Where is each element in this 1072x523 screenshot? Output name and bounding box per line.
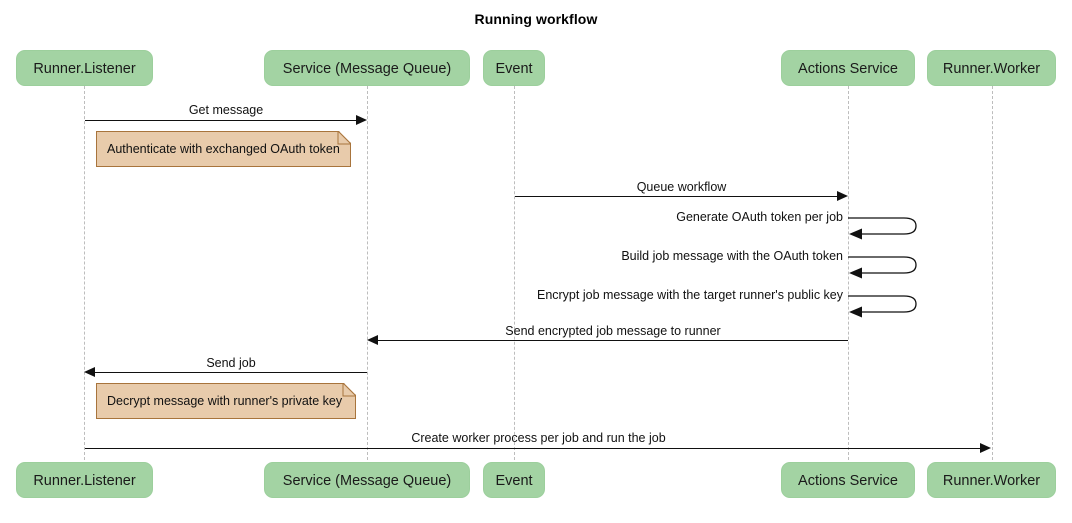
arrowhead-send-encrypted-job-message-to-runner	[367, 334, 378, 345]
message-label-create-worker-process-per-job-and-run-the-job: Create worker process per job and run th…	[411, 431, 666, 445]
message-label-encrypt-job-message-with-the-target-runners-public-key: Encrypt job message with the target runn…	[536, 288, 843, 302]
message-label-build-job-message-with-the-oauth-token: Build job message with the OAuth token	[621, 249, 843, 263]
lifeline-actions-service	[848, 86, 849, 460]
note-decrypt-message-with-runners-private-key: Decrypt message with runner's private ke…	[96, 383, 356, 419]
selfloop-generate-oauth-token-per-job	[848, 214, 928, 242]
selfloop-build-job-message-with-the-oauth-token	[848, 253, 928, 281]
note-fold-corner-icon	[344, 383, 356, 395]
lifeline-runner-listener	[84, 86, 85, 460]
message-label-queue-workflow: Queue workflow	[636, 180, 727, 194]
participant-bottom-runner-worker[interactable]: Runner.Worker	[927, 462, 1056, 498]
participant-top-runner-worker[interactable]: Runner.Worker	[927, 50, 1056, 86]
arrowhead-create-worker-process-per-job-and-run-the-job	[980, 442, 991, 453]
arrowhead-get-message	[356, 114, 367, 125]
participant-top-event[interactable]: Event	[483, 50, 545, 86]
participant-top-service-message-queue[interactable]: Service (Message Queue)	[264, 50, 470, 86]
participant-bottom-actions-service[interactable]: Actions Service	[781, 462, 915, 498]
message-label-get-message: Get message	[188, 103, 264, 117]
message-label-send-job: Send job	[206, 356, 256, 370]
participant-top-runner-listener[interactable]: Runner.Listener	[16, 50, 153, 86]
participant-bottom-service-message-queue[interactable]: Service (Message Queue)	[264, 462, 470, 498]
message-label-generate-oauth-token-per-job: Generate OAuth token per job	[676, 210, 843, 224]
message-line-send-encrypted-job-message-to-runner	[378, 340, 848, 341]
diagram-title: Running workflow	[474, 11, 598, 27]
note-fold-corner-icon	[339, 131, 351, 143]
message-line-send-job	[95, 372, 367, 373]
arrowhead-queue-workflow	[837, 190, 848, 201]
lifeline-runner-worker	[992, 86, 993, 460]
message-line-get-message	[85, 120, 357, 121]
lifeline-event	[514, 86, 515, 460]
message-label-send-encrypted-job-message-to-runner: Send encrypted job message to runner	[505, 324, 721, 338]
message-line-queue-workflow	[515, 196, 838, 197]
participant-bottom-runner-listener[interactable]: Runner.Listener	[16, 462, 153, 498]
selfloop-encrypt-job-message-with-the-target-runners-public-key	[848, 292, 928, 320]
lifeline-service-message-queue	[367, 86, 368, 460]
message-line-create-worker-process-per-job-and-run-the-job	[85, 448, 981, 449]
note-authenticate-with-exchanged-oauth-token: Authenticate with exchanged OAuth token	[96, 131, 351, 167]
note-authenticate-label: Authenticate with exchanged OAuth token	[107, 142, 340, 156]
arrowhead-send-job	[84, 366, 95, 377]
participant-bottom-event[interactable]: Event	[483, 462, 545, 498]
note-decrypt-label: Decrypt message with runner's private ke…	[107, 394, 343, 408]
participant-top-actions-service[interactable]: Actions Service	[781, 50, 915, 86]
